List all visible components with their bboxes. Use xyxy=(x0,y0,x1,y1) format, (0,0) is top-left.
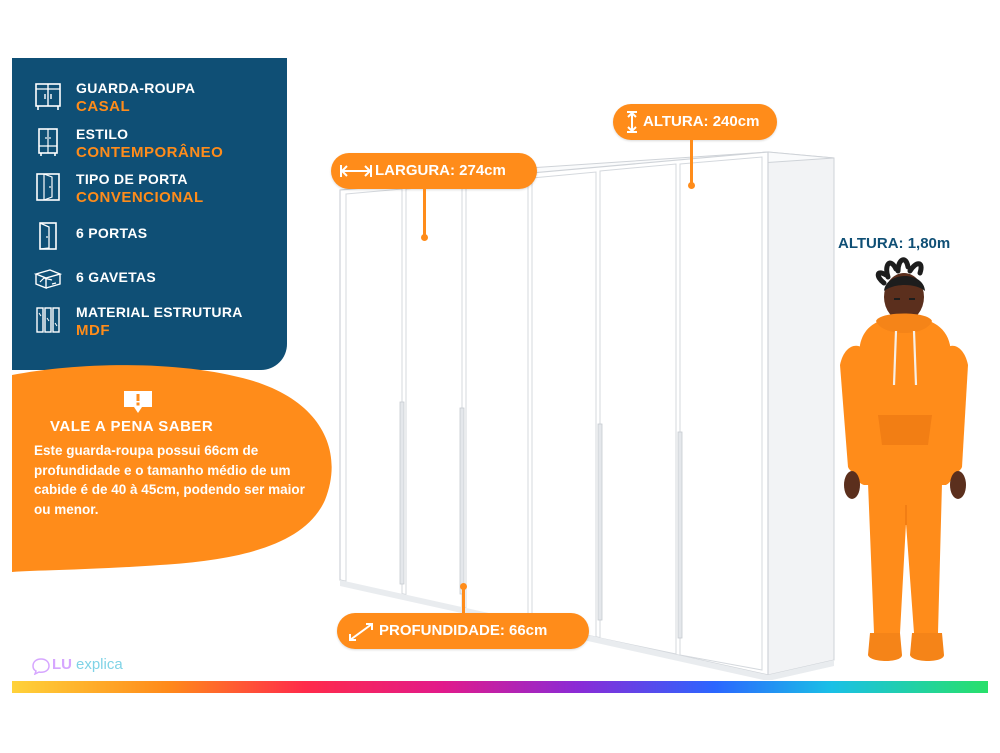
width-label: LARGURA: 274cm xyxy=(331,153,537,189)
cabinet-icon xyxy=(38,128,58,156)
width-text: LARGURA: 274cm xyxy=(375,162,506,179)
spec-material-value: MDF xyxy=(76,322,110,339)
spec-doors-label: 6 PORTAS xyxy=(76,225,148,241)
brand-explica-text: explica xyxy=(76,656,123,673)
depth-text: PROFUNDIDADE: 66cm xyxy=(379,622,548,639)
spec-drawers: 6 GAVETAS xyxy=(12,262,287,302)
height-leader-line xyxy=(690,140,693,185)
height-text: ALTURA: 240cm xyxy=(643,113,760,130)
mdf-panel-icon xyxy=(36,307,60,333)
spec-drawers-label: 6 GAVETAS xyxy=(76,269,156,285)
wardrobe-icon xyxy=(35,83,61,110)
spec-type-value: CASAL xyxy=(76,98,131,115)
width-leader-line xyxy=(423,189,426,237)
height-arrow-icon xyxy=(627,111,637,133)
person-height-label: ALTURA: 1,80m xyxy=(838,235,951,252)
spec-doors: 6 PORTAS xyxy=(12,218,287,258)
info-blob-shape xyxy=(12,365,332,572)
info-title: VALE A PENA SABER xyxy=(50,418,214,435)
depth-label: PROFUNDIDADE: 66cm xyxy=(337,613,589,649)
spec-style-value: CONTEMPORÂNEO xyxy=(76,144,224,161)
rainbow-bar xyxy=(12,681,988,693)
spec-door-type-label: TIPO DE PORTA xyxy=(76,171,188,187)
brand-lu-text: LU xyxy=(52,656,72,673)
brand-logo: LU explica xyxy=(32,655,142,677)
height-label: ALTURA: 240cm xyxy=(613,104,777,140)
spec-material-label: MATERIAL ESTRUTURA xyxy=(76,304,243,320)
width-leader-dot xyxy=(421,234,428,241)
person-illustration xyxy=(840,257,968,661)
spec-type: GUARDA-ROUPA CASAL xyxy=(12,78,287,118)
wardrobe-illustration xyxy=(339,151,835,680)
door-type-icon xyxy=(36,173,60,201)
depth-leader-dot xyxy=(460,583,467,590)
specs-panel: GUARDA-ROUPA CASAL ESTILO CONTEMPORÂNEO xyxy=(12,58,287,370)
drawer-icon xyxy=(33,269,63,290)
spec-style: ESTILO CONTEMPORÂNEO xyxy=(12,124,287,164)
alert-icon xyxy=(124,391,152,413)
width-arrow-icon xyxy=(340,165,372,177)
spec-door-type-value: CONVENCIONAL xyxy=(76,189,204,206)
spec-door-type: TIPO DE PORTA CONVENCIONAL xyxy=(12,169,287,209)
depth-leader-line xyxy=(462,588,465,613)
door-icon xyxy=(39,222,57,250)
chat-bubble-icon xyxy=(32,658,50,675)
spec-material: MATERIAL ESTRUTURA MDF xyxy=(12,302,287,342)
spec-type-label: GUARDA-ROUPA xyxy=(76,80,196,96)
info-body: Este guarda-roupa possui 66cm de profund… xyxy=(34,443,305,517)
depth-arrow-icon xyxy=(349,623,373,641)
spec-style-label: ESTILO xyxy=(76,126,129,142)
height-leader-dot xyxy=(688,182,695,189)
